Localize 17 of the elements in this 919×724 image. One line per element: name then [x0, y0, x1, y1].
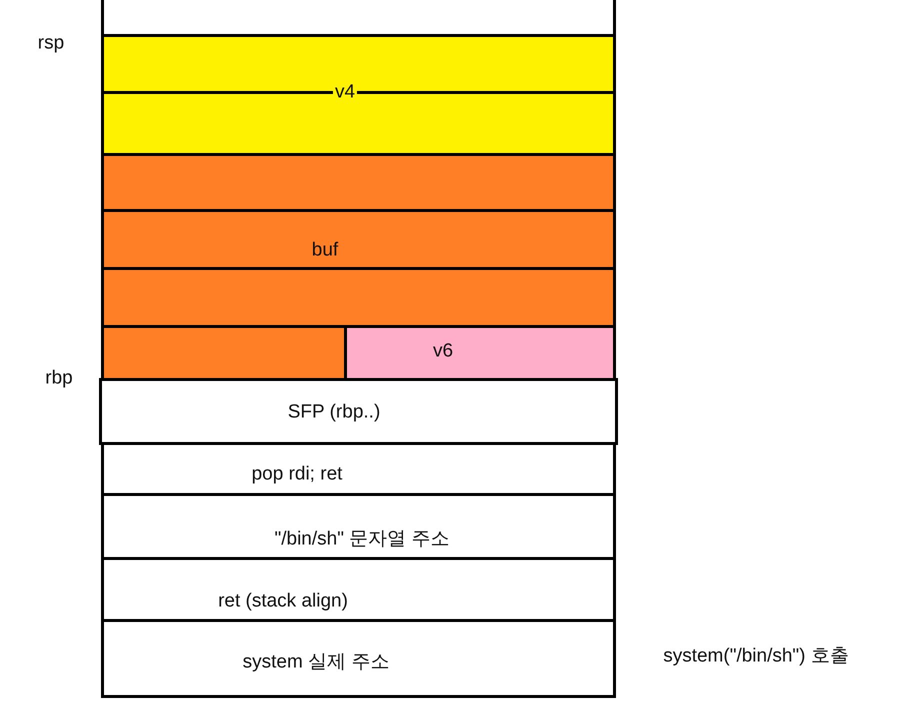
slot-label: system 실제 주소 — [240, 652, 392, 674]
stack-slot — [101, 0, 616, 37]
slot-label: SFP (rbp..) — [286, 402, 382, 424]
stack-slot — [101, 442, 616, 496]
stack-slot — [99, 378, 618, 445]
slot-label: pop rdi; ret — [250, 464, 344, 486]
register-label: rbp — [45, 368, 73, 390]
stack-slot — [344, 325, 616, 381]
stack-slot — [101, 619, 616, 698]
slot-label: ret (stack align) — [216, 590, 350, 614]
register-label: rsp — [38, 32, 64, 56]
stack-slot — [101, 557, 616, 622]
stack-slot — [101, 153, 616, 328]
stack-slot — [101, 493, 616, 560]
stack-slot — [101, 325, 347, 381]
stack-slot — [101, 34, 616, 156]
note-text: system("/bin/sh") 호출 — [663, 646, 849, 668]
